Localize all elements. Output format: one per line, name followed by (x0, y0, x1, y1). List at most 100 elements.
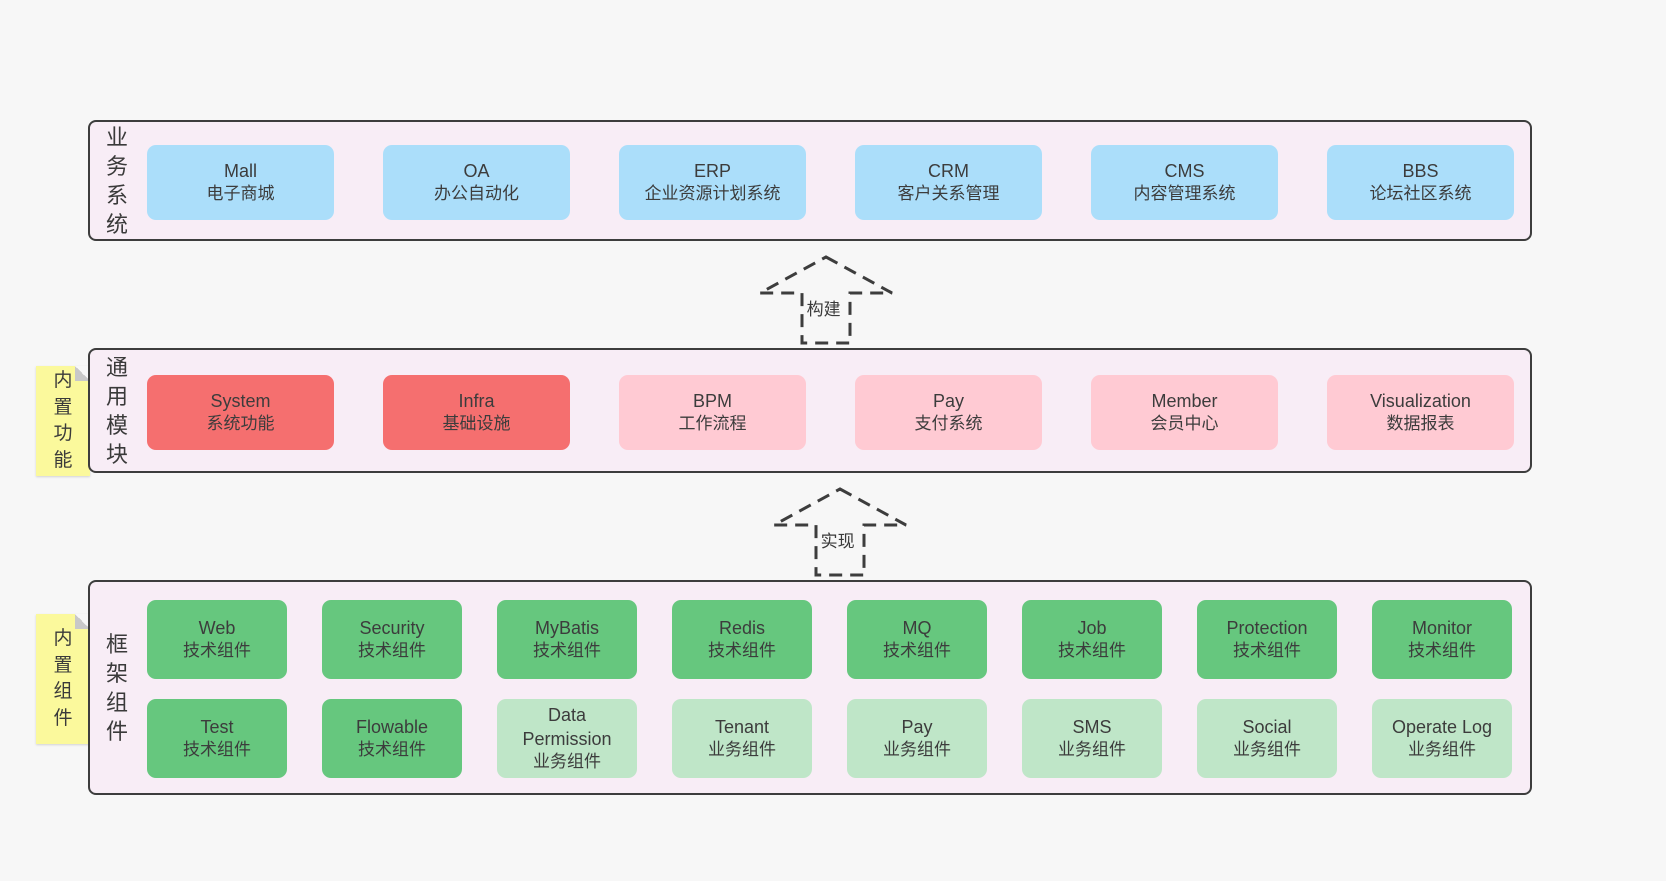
section-common-modules: 通用模块 System 系统功能 Infra 基础设施 BPM 工作流程 Pay… (88, 348, 1532, 473)
box-title: MyBatis (534, 617, 599, 638)
box-subtitle: 业务组件 (1408, 740, 1476, 760)
box-cms: CMS 内容管理系统 (1091, 145, 1278, 220)
box-title: Mall (223, 160, 257, 181)
box-subtitle: 技术组件 (1233, 641, 1301, 661)
box-subtitle: 客户关系管理 (897, 184, 1000, 204)
section-label: 通用模块 (105, 354, 128, 467)
box-subtitle: 技术组件 (358, 740, 426, 760)
arrow-implement: 实现 (770, 486, 910, 578)
box-title: Test (200, 716, 234, 737)
box-crm: CRM 客户关系管理 (855, 145, 1042, 220)
box-title: ERP (693, 160, 731, 181)
box-title: Data Permission (522, 704, 612, 750)
box-subtitle: 技术组件 (1408, 641, 1476, 661)
box-pay-business: Pay 业务组件 (847, 699, 987, 778)
box-subtitle: 业务组件 (1233, 740, 1301, 760)
box-flowable: Flowable 技术组件 (322, 699, 462, 778)
tech-components-row: Web 技术组件 Security 技术组件 MyBatis 技术组件 Redi… (147, 600, 1512, 679)
box-subtitle: 业务组件 (708, 740, 776, 760)
box-subtitle: 技术组件 (1058, 641, 1126, 661)
box-subtitle: 业务组件 (1058, 740, 1126, 760)
box-title: SMS (1072, 716, 1112, 737)
box-web: Web 技术组件 (147, 600, 287, 679)
sticky-note-label: 内置功能 (53, 369, 73, 471)
box-subtitle: 会员中心 (1150, 414, 1219, 434)
box-title: CRM (928, 160, 969, 181)
box-system: System 系统功能 (147, 375, 334, 450)
box-title: System (210, 390, 271, 411)
box-title: Social (1242, 716, 1292, 737)
box-title: Visualization (1370, 390, 1471, 411)
box-title: Security (359, 617, 425, 638)
box-erp: ERP 企业资源计划系统 (619, 145, 806, 220)
box-pay: Pay 支付系统 (855, 375, 1042, 450)
box-subtitle: 技术组件 (533, 641, 601, 661)
box-test: Test 技术组件 (147, 699, 287, 778)
box-title: Pay (901, 716, 933, 737)
box-bpm: BPM 工作流程 (619, 375, 806, 450)
sticky-note-built-in-features: 内置功能 (36, 366, 90, 476)
box-subtitle: 技术组件 (883, 641, 951, 661)
biz-components-row: Test 技术组件 Flowable 技术组件 Data Permission … (147, 699, 1512, 778)
box-subtitle: 内容管理系统 (1133, 184, 1236, 204)
box-visualization: Visualization 数据报表 (1327, 375, 1514, 450)
box-subtitle: 工作流程 (678, 414, 747, 434)
box-monitor: Monitor 技术组件 (1372, 600, 1512, 679)
box-subtitle: 技术组件 (708, 641, 776, 661)
box-subtitle: 业务组件 (883, 740, 951, 760)
up-arrow-icon (759, 255, 893, 345)
common-modules-row: System 系统功能 Infra 基础设施 BPM 工作流程 Pay 支付系统… (147, 375, 1514, 450)
box-subtitle: 技术组件 (183, 641, 251, 661)
box-subtitle: 数据报表 (1386, 414, 1455, 434)
section-label: 业务系统 (105, 124, 128, 237)
box-title: MQ (902, 617, 932, 638)
box-subtitle: 企业资源计划系统 (644, 184, 781, 204)
section-business-systems: 业务系统 Mall 电子商城 OA 办公自动化 ERP 企业资源计划系统 CRM… (88, 120, 1532, 241)
arrow-build: 构建 (756, 254, 896, 346)
box-title: Member (1151, 390, 1218, 411)
box-sms: SMS 业务组件 (1022, 699, 1162, 778)
business-systems-row: Mall 电子商城 OA 办公自动化 ERP 企业资源计划系统 CRM 客户关系… (147, 145, 1514, 220)
section-label: 框架组件 (105, 631, 128, 744)
box-social: Social 业务组件 (1197, 699, 1337, 778)
box-title: Job (1077, 617, 1107, 638)
box-subtitle: 技术组件 (358, 641, 426, 661)
box-subtitle: 技术组件 (183, 740, 251, 760)
section-framework-components: 框架组件 Web 技术组件 Security 技术组件 MyBatis 技术组件… (88, 580, 1532, 795)
box-title: Monitor (1411, 617, 1473, 638)
box-title: Tenant (714, 716, 770, 737)
box-security: Security 技术组件 (322, 600, 462, 679)
arrow-label: 实现 (817, 526, 858, 553)
up-arrow-icon (773, 487, 907, 577)
box-title: Web (198, 617, 236, 638)
box-title: CMS (1164, 160, 1205, 181)
box-job: Job 技术组件 (1022, 600, 1162, 679)
box-redis: Redis 技术组件 (672, 600, 812, 679)
box-title: OA (463, 160, 490, 181)
box-protection: Protection 技术组件 (1197, 600, 1337, 679)
box-oa: OA 办公自动化 (383, 145, 570, 220)
box-member: Member 会员中心 (1091, 375, 1278, 450)
sticky-note-label: 内置组件 (53, 627, 73, 729)
box-infra: Infra 基础设施 (383, 375, 570, 450)
box-title: Pay (932, 390, 965, 411)
box-subtitle: 支付系统 (914, 414, 983, 434)
box-subtitle: 电子商城 (206, 184, 275, 204)
box-data-permission: Data Permission 业务组件 (497, 699, 637, 778)
box-title: Redis (718, 617, 766, 638)
box-tenant: Tenant 业务组件 (672, 699, 812, 778)
arrow-label: 构建 (803, 294, 844, 321)
box-mq: MQ 技术组件 (847, 600, 987, 679)
box-operate-log: Operate Log 业务组件 (1372, 699, 1512, 778)
box-mybatis: MyBatis 技术组件 (497, 600, 637, 679)
box-bbs: BBS 论坛社区系统 (1327, 145, 1514, 220)
sticky-note-built-in-components: 内置组件 (36, 614, 90, 744)
box-title: BBS (1402, 160, 1439, 181)
box-subtitle: 基础设施 (442, 414, 511, 434)
box-title: Infra (458, 390, 495, 411)
box-subtitle: 办公自动化 (434, 184, 519, 204)
box-title: Operate Log (1391, 716, 1493, 737)
box-subtitle: 系统功能 (206, 414, 275, 434)
box-title: BPM (692, 390, 732, 411)
